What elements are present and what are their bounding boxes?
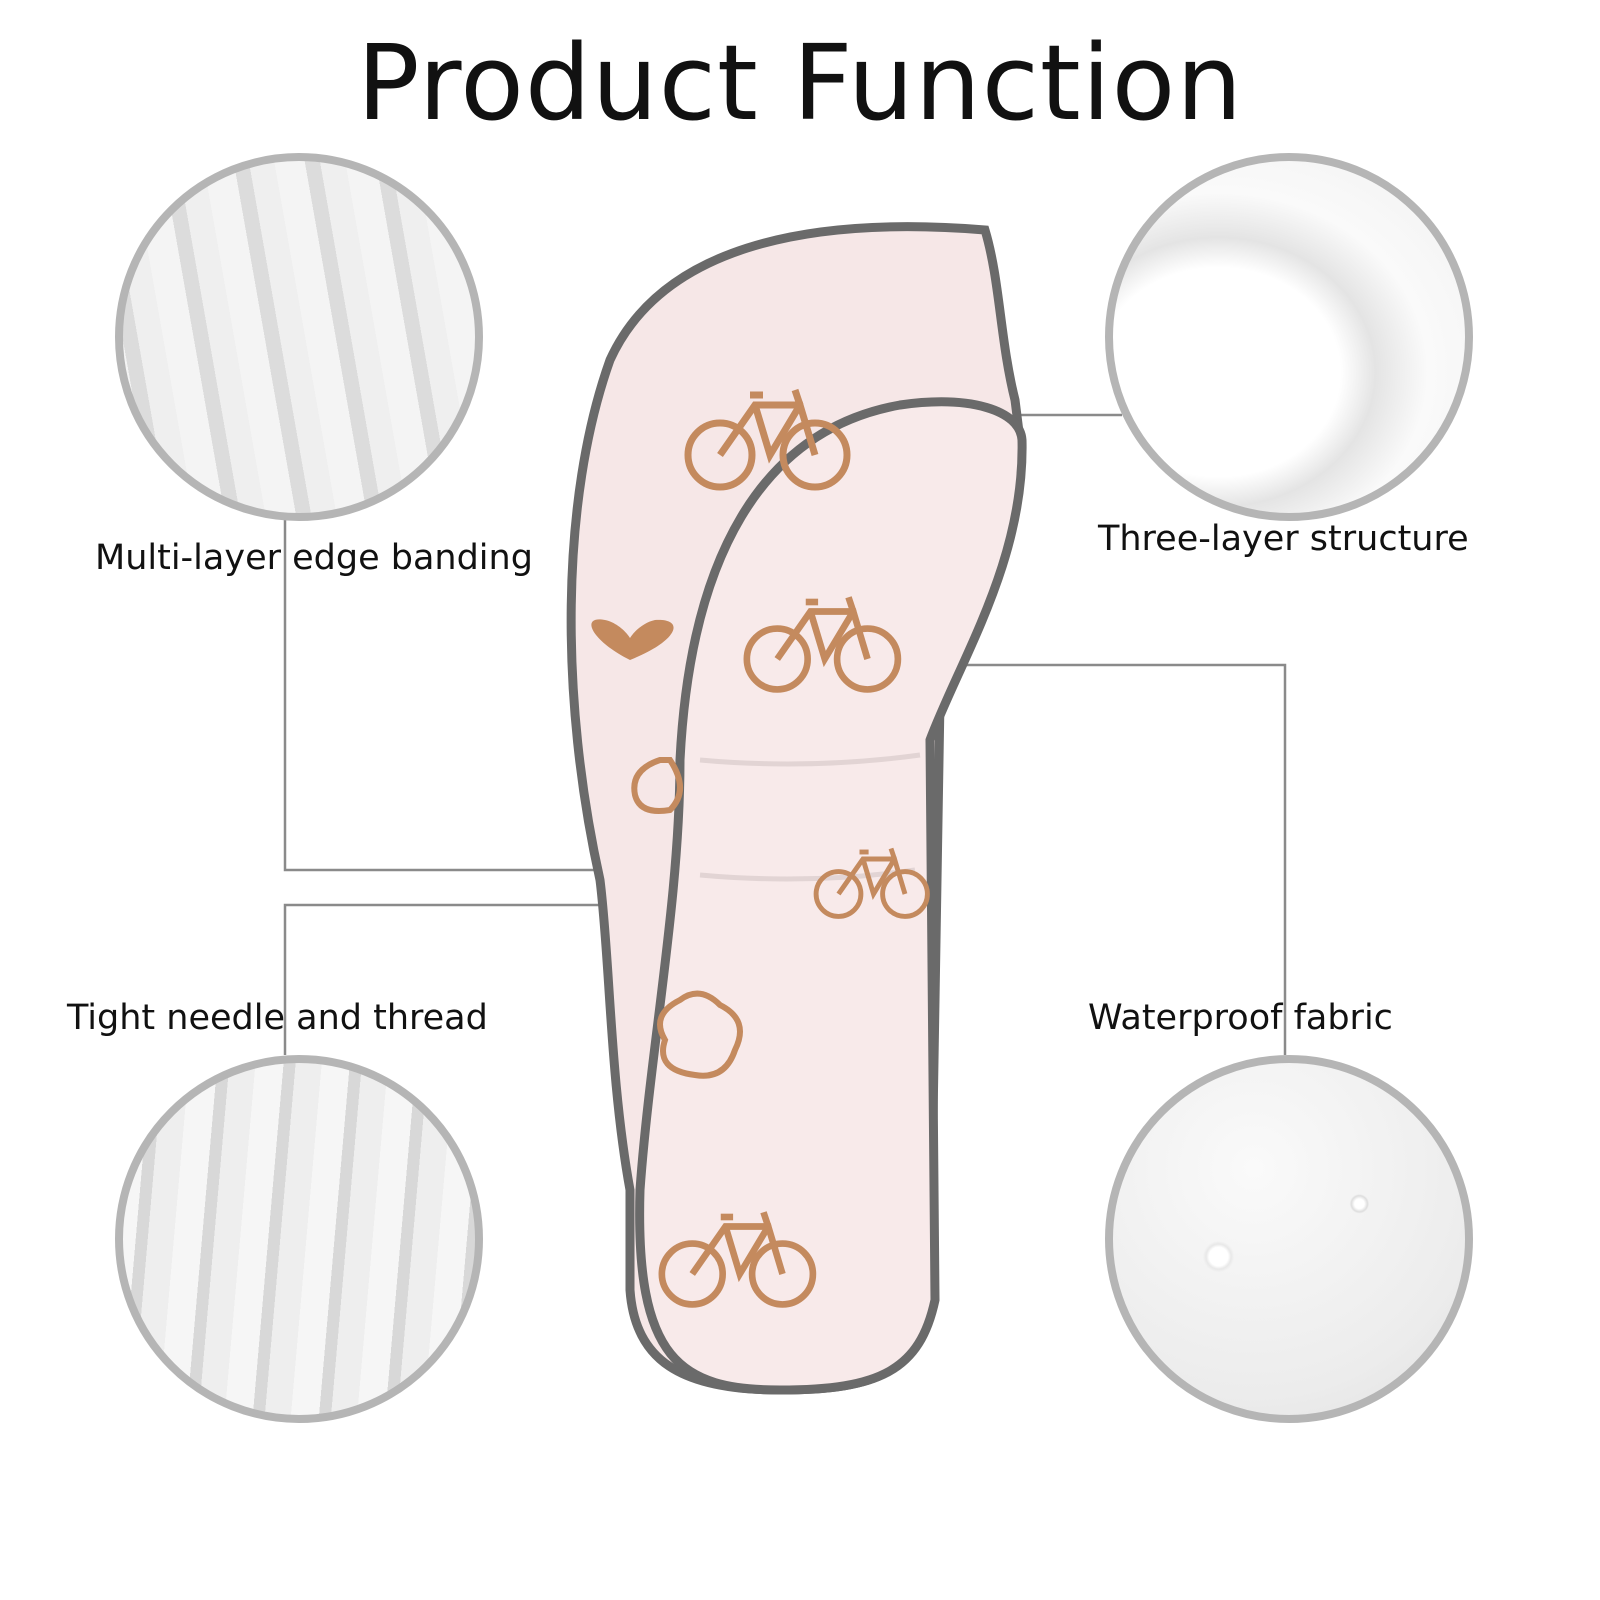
detail-image-three-layer [1105, 153, 1473, 521]
callout-line-waterproof [900, 663, 1287, 1055]
feature-label-needle-thread: Tight needle and thread [67, 998, 488, 1038]
feature-label-waterproof: Waterproof fabric [1088, 998, 1393, 1038]
page-title: Product Function [356, 22, 1244, 144]
detail-image-needle-thread [115, 1055, 483, 1423]
callout-line-edge-banding [283, 513, 600, 872]
detail-image-waterproof [1105, 1055, 1473, 1423]
detail-image-edge-banding [115, 153, 483, 521]
feature-label-three-layer: Three-layer structure [1098, 519, 1469, 559]
callout-line-needle-thread [283, 903, 600, 1055]
heart-print [591, 619, 674, 660]
bike-print-pattern [591, 390, 927, 1304]
feature-label-edge-banding: Multi-layer edge banding [95, 538, 533, 578]
